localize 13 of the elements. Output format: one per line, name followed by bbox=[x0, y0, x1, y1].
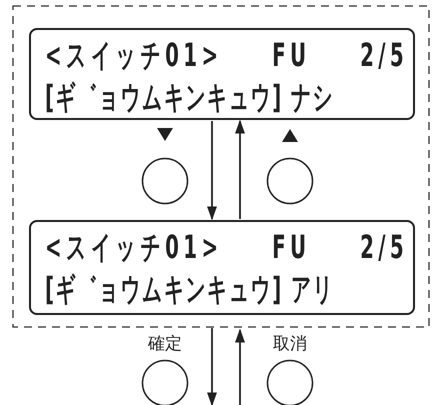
button-label: 取消 bbox=[272, 334, 308, 354]
lcd-display bbox=[29, 220, 415, 315]
display-text: [ギ゛ョウムキンキュウ] ナシ bbox=[45, 78, 334, 116]
arrow bbox=[235, 120, 245, 219]
lcd-display bbox=[29, 28, 415, 120]
display-text: [ギ゛ョウムキンキュウ] アリ bbox=[45, 270, 334, 308]
arrow bbox=[235, 329, 245, 405]
display-text: <スイッチ01> FU 2/5 bbox=[45, 36, 408, 74]
button-label: 確定 bbox=[147, 334, 183, 354]
arrow bbox=[207, 328, 217, 405]
dashed-frame bbox=[12, 5, 430, 328]
arrow bbox=[207, 121, 217, 220]
display-text: <スイッチ01> FU 2/5 bbox=[45, 228, 408, 266]
